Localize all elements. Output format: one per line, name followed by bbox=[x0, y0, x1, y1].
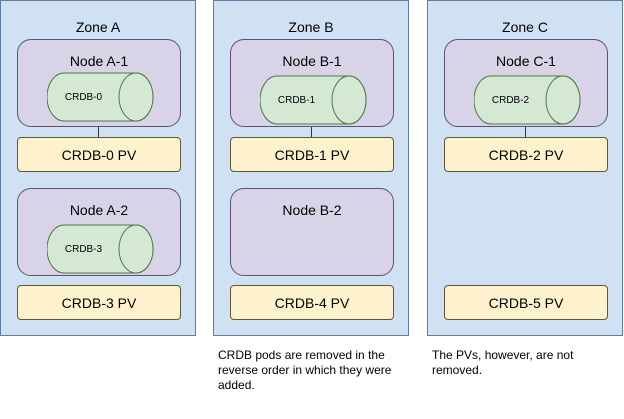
zone-c-title: Zone C bbox=[502, 19, 548, 35]
node-a-1: Node A-1 CRDB-0 bbox=[17, 39, 181, 127]
pod-crdb-3: CRDB-3 bbox=[47, 224, 155, 274]
pv-crdb-4: CRDB-4 PV bbox=[230, 285, 394, 320]
zone-b: Zone B Node B-1 CRDB-1 CRDB-1 PV Node B-… bbox=[213, 0, 409, 336]
pod-label: CRDB-0 bbox=[64, 91, 103, 103]
pv-crdb-2: CRDB-2 PV bbox=[444, 137, 608, 172]
zone-c: Zone C Node C-1 CRDB-2 CRDB-2 PV CRDB-5 … bbox=[427, 0, 623, 336]
node-b-2-title: Node B-2 bbox=[282, 202, 342, 218]
connector-line bbox=[98, 127, 99, 137]
caption-pvs-not-removed: The PVs, however, are not removed. bbox=[432, 348, 574, 377]
pod-label: CRDB-2 bbox=[491, 94, 530, 106]
connector-line bbox=[311, 127, 312, 137]
node-c-1: Node C-1 CRDB-2 bbox=[444, 39, 608, 127]
zone-b-title: Zone B bbox=[288, 19, 334, 35]
pv-crdb-5: CRDB-5 PV bbox=[444, 285, 608, 320]
pod-cylinder-icon bbox=[47, 72, 154, 122]
pv-crdb-1: CRDB-1 PV bbox=[230, 137, 394, 172]
pod-crdb-2: CRDB-2 bbox=[474, 75, 582, 125]
node-b-1-title: Node B-1 bbox=[282, 53, 342, 69]
node-a-2: Node A-2 CRDB-3 bbox=[17, 188, 181, 276]
pod-label: CRDB-3 bbox=[64, 243, 103, 255]
pv-crdb-0: CRDB-0 PV bbox=[17, 137, 181, 172]
pod-cylinder-icon bbox=[474, 75, 581, 125]
node-a-1-title: Node A-1 bbox=[69, 53, 129, 69]
pv-crdb-3: CRDB-3 PV bbox=[17, 285, 181, 320]
caption-pods-removed: CRDB pods are removed in the reverse ord… bbox=[218, 348, 392, 392]
connector-line bbox=[525, 127, 526, 137]
node-b-1: Node B-1 CRDB-1 bbox=[230, 39, 394, 127]
pod-cylinder-icon bbox=[260, 75, 367, 125]
pod-label: CRDB-1 bbox=[277, 94, 316, 106]
node-b-2: Node B-2 bbox=[230, 188, 394, 276]
pod-crdb-1: CRDB-1 bbox=[260, 75, 368, 125]
zone-a: Zone A Node A-1 CRDB-0 CRDB-0 PV Node A-… bbox=[0, 0, 196, 336]
pod-crdb-0: CRDB-0 bbox=[47, 72, 155, 122]
zone-a-title: Zone A bbox=[75, 19, 121, 35]
node-c-1-title: Node C-1 bbox=[496, 53, 556, 69]
pod-cylinder-icon bbox=[47, 224, 154, 274]
node-a-2-title: Node A-2 bbox=[69, 202, 129, 218]
